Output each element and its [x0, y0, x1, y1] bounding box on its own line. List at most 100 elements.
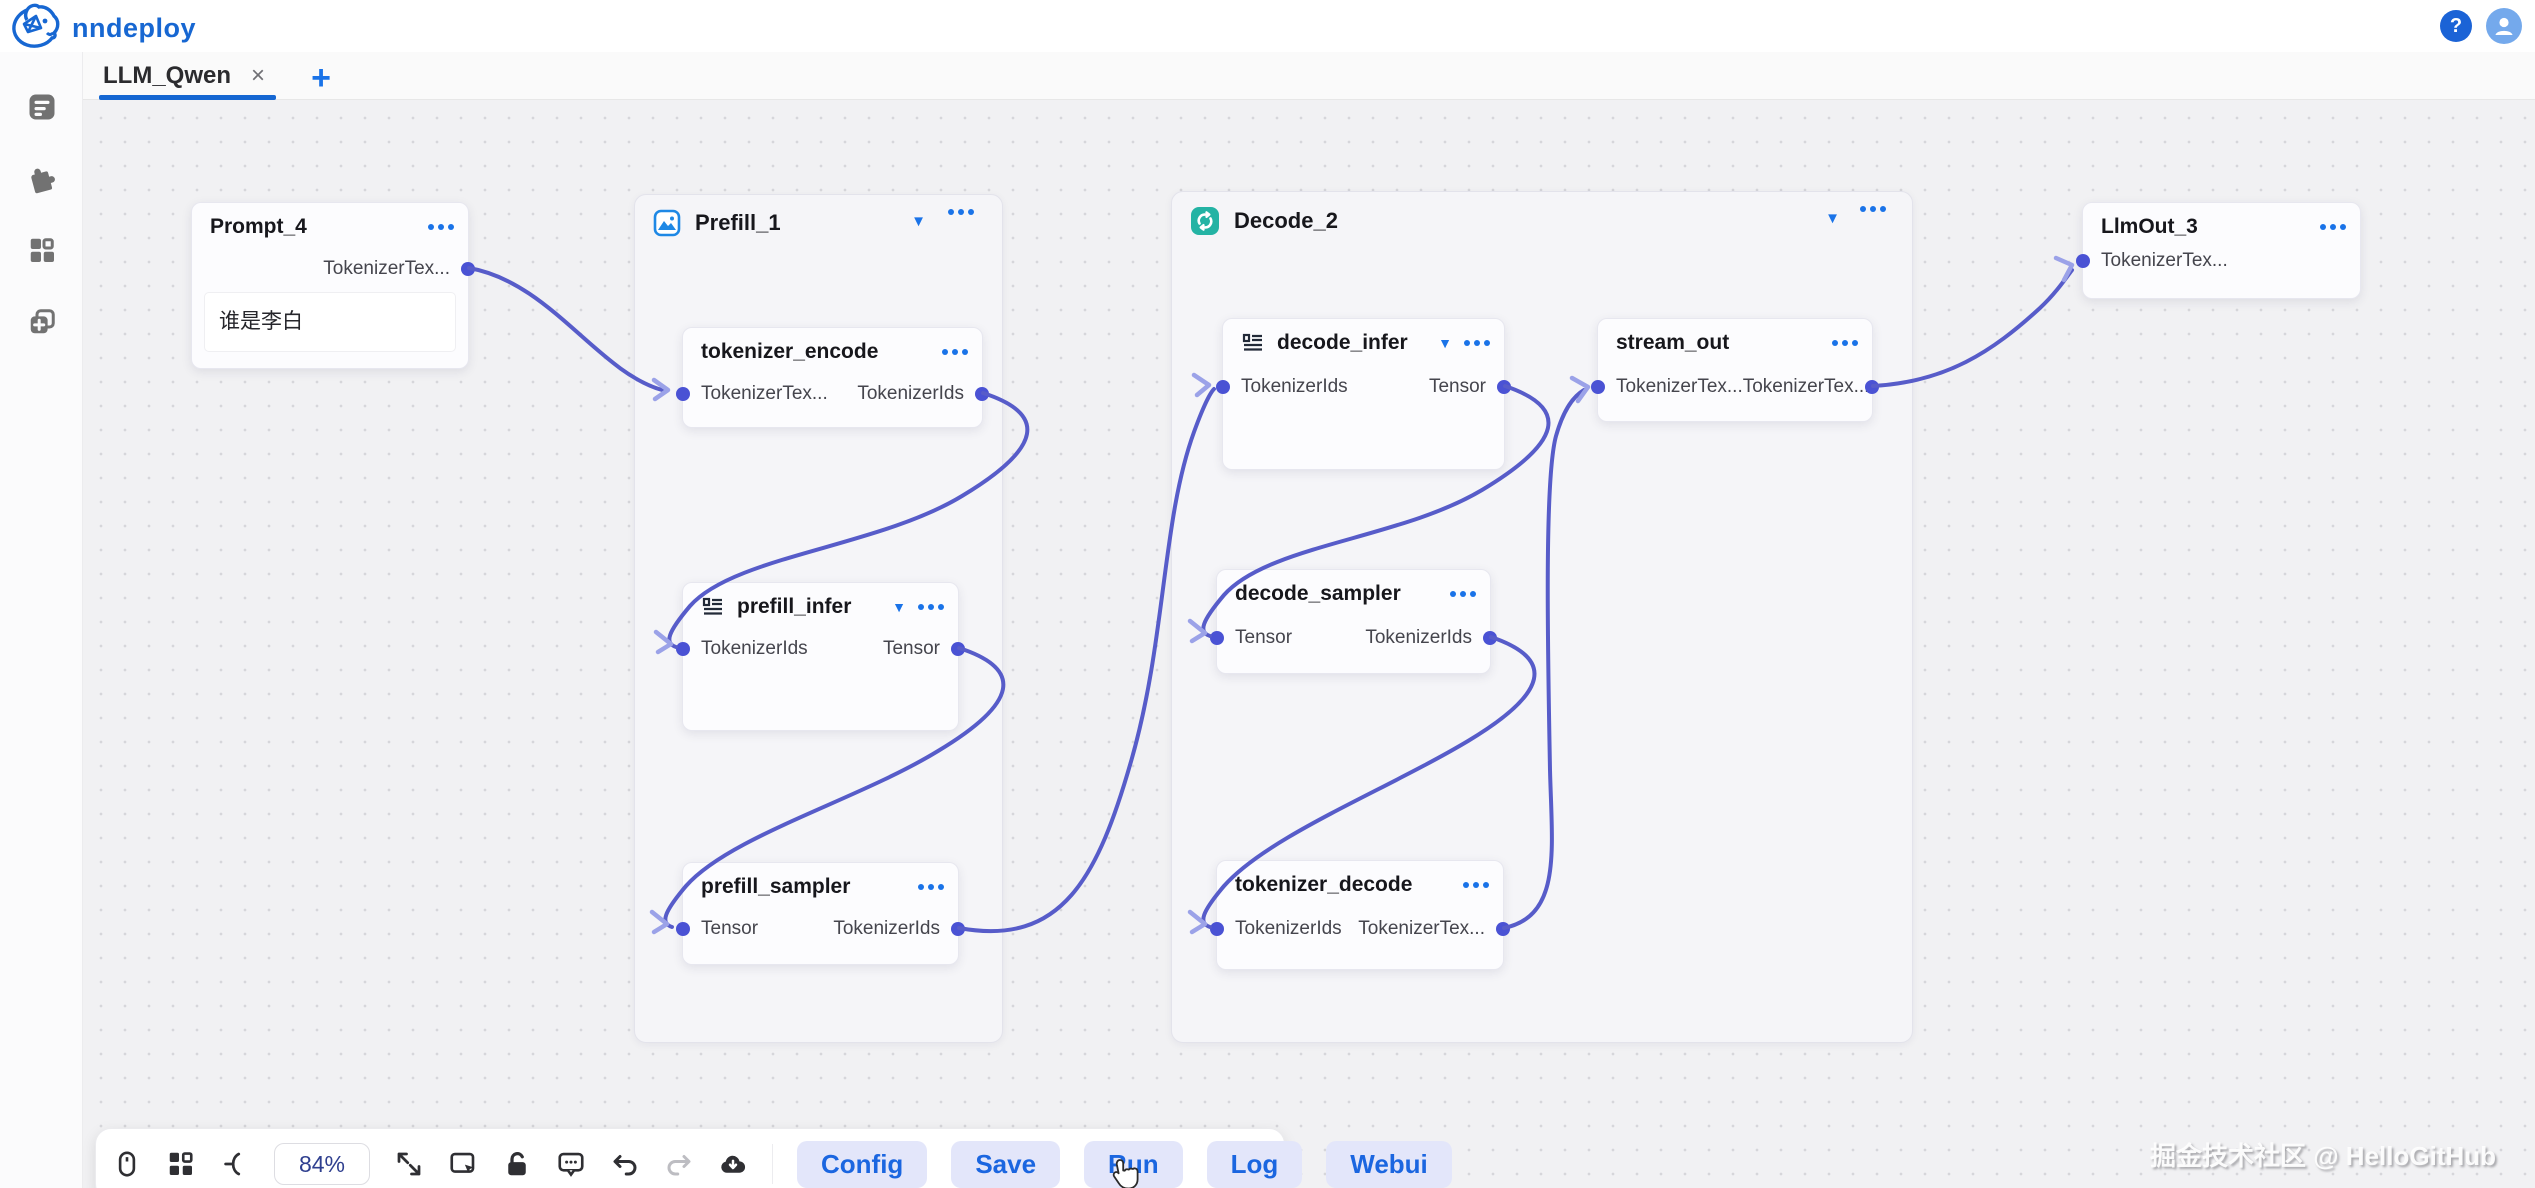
node-title: decode_sampler	[1235, 582, 1401, 605]
workflow-list-icon[interactable]	[27, 92, 57, 122]
hand-cursor	[1108, 1156, 1142, 1188]
output-port-label: TokenizerIds	[1365, 627, 1472, 648]
node-llmout-3[interactable]: LlmOut_3 TokenizerTex...	[2076, 202, 2361, 299]
save-button[interactable]: Save	[951, 1140, 1061, 1188]
prompt-text-input[interactable]: 谁是李白	[204, 292, 456, 352]
config-button[interactable]: Config	[797, 1140, 928, 1188]
fit-view-icon[interactable]	[394, 1149, 424, 1179]
node-title: stream_out	[1616, 331, 1730, 354]
input-port[interactable]	[2076, 254, 2090, 268]
input-port[interactable]	[676, 922, 690, 936]
group-title: Prefill_1	[695, 210, 781, 235]
output-port[interactable]	[951, 642, 965, 656]
more-menu-icon[interactable]	[1463, 882, 1489, 888]
node-prompt-4[interactable]: Prompt_4 TokenizerTex... 谁是李白	[191, 202, 475, 369]
node-decode-infer[interactable]: decode_infer ▼ TokenizerIds Tensor	[1216, 318, 1511, 470]
app-header: nndeploy ?	[0, 0, 2535, 52]
input-port[interactable]	[676, 387, 690, 401]
layout-grid-icon[interactable]	[166, 1149, 196, 1179]
input-port[interactable]	[676, 642, 690, 656]
chevron-down-icon[interactable]: ▼	[911, 213, 926, 230]
input-port-label: TokenizerTex...	[1616, 376, 1743, 397]
tab-close-icon[interactable]: ×	[251, 62, 266, 89]
input-port-label: Tensor	[1235, 627, 1293, 648]
log-button[interactable]: Log	[1206, 1140, 1303, 1188]
chevron-down-icon[interactable]: ▼	[1825, 210, 1840, 227]
output-port[interactable]	[461, 262, 475, 276]
node-decode-sampler[interactable]: decode_sampler Tensor TokenizerIds	[1210, 569, 1497, 674]
output-port[interactable]	[1865, 380, 1879, 394]
node-prefill-infer[interactable]: prefill_infer ▼ TokenizerIds Tensor	[676, 582, 965, 731]
node-tokenizer-encode[interactable]: tokenizer_encode TokenizerTex... Tokeniz…	[676, 327, 989, 428]
output-port-label: Tensor	[1428, 376, 1486, 397]
more-menu-icon[interactable]	[918, 604, 944, 610]
new-workflow-icon[interactable]	[27, 307, 57, 337]
more-menu-icon[interactable]	[948, 209, 974, 215]
comment-icon[interactable]	[556, 1149, 586, 1179]
mouse-mode-icon[interactable]	[112, 1149, 142, 1179]
more-menu-icon[interactable]	[2320, 224, 2346, 230]
input-port-label: TokenizerIds	[701, 638, 808, 659]
output-port[interactable]	[1497, 380, 1511, 394]
input-port[interactable]	[1591, 380, 1605, 394]
more-menu-icon[interactable]	[1832, 340, 1858, 346]
tab-llm-qwen[interactable]: LLM_Qwen ×	[97, 52, 276, 100]
input-port-label: TokenizerTex...	[701, 383, 828, 404]
output-port[interactable]	[1496, 922, 1510, 936]
image-icon	[653, 209, 681, 237]
node-stream-out[interactable]: stream_out TokenizerTex... TokenizerTex.…	[1591, 318, 1879, 422]
chevron-down-icon[interactable]: ▼	[1438, 335, 1452, 351]
more-menu-icon[interactable]	[1450, 591, 1476, 597]
cloud-download-icon[interactable]	[718, 1149, 748, 1179]
input-port-label: TokenizerTex...	[2101, 250, 2228, 271]
user-avatar[interactable]	[2486, 8, 2522, 44]
lock-icon[interactable]	[502, 1149, 532, 1179]
node-prefill-sampler[interactable]: prefill_sampler Tensor TokenizerIds	[676, 862, 965, 965]
redo-icon[interactable]	[664, 1149, 694, 1179]
output-port-label: Tensor	[882, 638, 940, 659]
more-menu-icon[interactable]	[428, 224, 454, 230]
inference-icon	[701, 595, 725, 619]
undo-icon[interactable]	[610, 1149, 640, 1179]
node-tokenizer-decode[interactable]: tokenizer_decode TokenizerIds TokenizerT…	[1210, 860, 1510, 970]
toolbar-divider	[772, 1144, 773, 1184]
user-icon	[2495, 17, 2513, 35]
more-menu-icon[interactable]	[1860, 206, 1886, 212]
output-port[interactable]	[1483, 631, 1497, 645]
node-title: Prompt_4	[210, 215, 307, 238]
output-port-label: TokenizerTex...	[1742, 376, 1870, 397]
more-menu-icon[interactable]	[918, 884, 944, 890]
plugin-puzzle-icon[interactable]	[27, 164, 57, 194]
chevron-down-icon[interactable]: ▼	[892, 599, 906, 615]
input-port[interactable]	[1210, 631, 1224, 645]
more-menu-icon[interactable]	[942, 349, 968, 355]
more-menu-icon[interactable]	[1464, 340, 1490, 346]
webui-button[interactable]: Webui	[1326, 1140, 1452, 1188]
group-title: Decode_2	[1234, 208, 1338, 233]
input-port[interactable]	[1216, 380, 1230, 394]
output-port[interactable]	[975, 387, 989, 401]
zoom-level-input[interactable]	[274, 1143, 370, 1185]
tab-label: LLM_Qwen	[103, 62, 232, 89]
components-grid-icon[interactable]	[27, 235, 57, 265]
output-port-label: TokenizerIds	[833, 918, 940, 939]
nndeploy-logo-icon	[10, 2, 62, 55]
node-title: decode_infer	[1277, 331, 1408, 354]
select-area-icon[interactable]	[448, 1149, 478, 1179]
help-button[interactable]: ?	[2440, 10, 2472, 42]
loop-icon	[1190, 206, 1220, 236]
tab-bar: LLM_Qwen × +	[83, 52, 2535, 100]
branch-collapse-icon[interactable]	[220, 1149, 250, 1179]
node-title: tokenizer_decode	[1235, 873, 1413, 896]
inference-icon	[1241, 331, 1265, 355]
node-title: prefill_infer	[737, 595, 852, 618]
output-port[interactable]	[951, 922, 965, 936]
output-port-label: TokenizerIds	[857, 383, 964, 404]
input-port-label: TokenizerIds	[1235, 918, 1342, 939]
brand: nndeploy	[10, 2, 196, 55]
input-port-label: Tensor	[701, 918, 759, 939]
input-port[interactable]	[1210, 922, 1224, 936]
add-tab-button[interactable]: +	[311, 58, 331, 97]
bottom-toolbar: Config Save Run Log Webui	[95, 1128, 1452, 1188]
